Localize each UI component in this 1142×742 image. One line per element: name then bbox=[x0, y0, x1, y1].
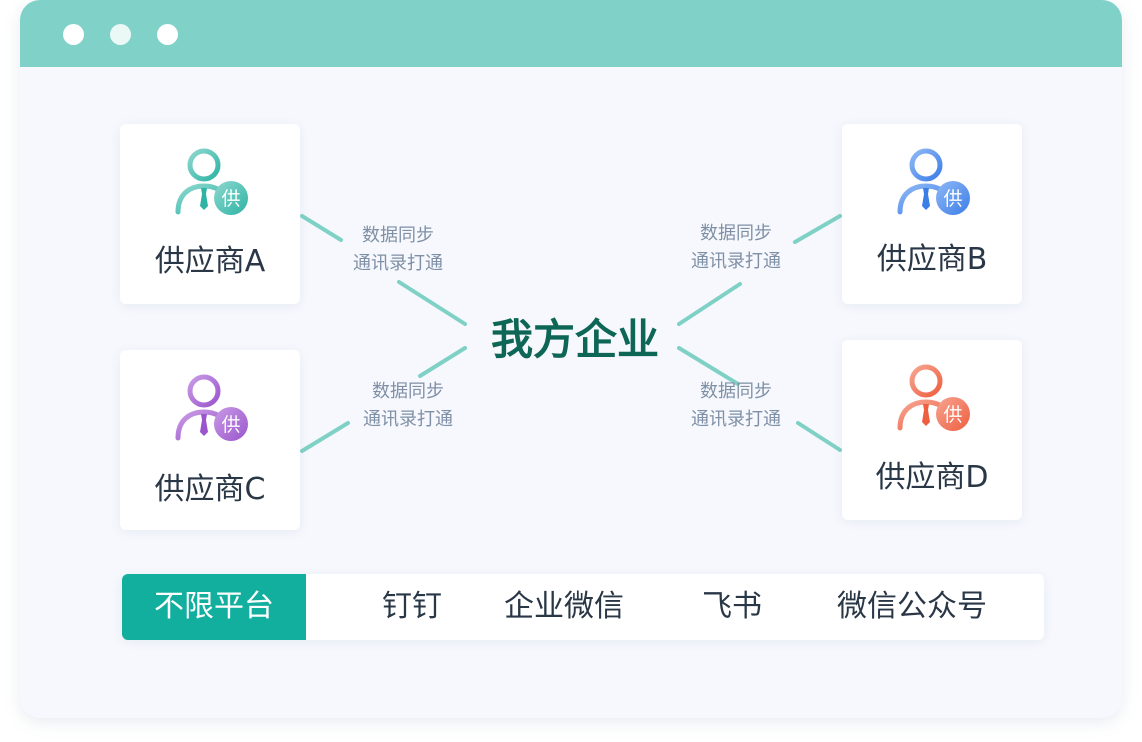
supplier-user-icon: 供 bbox=[897, 148, 970, 215]
edge-label-d: 数据同步 通讯录打通 bbox=[666, 378, 806, 434]
edge-label-line: 通讯录打通 bbox=[353, 253, 443, 274]
edge-label-line: 通讯录打通 bbox=[691, 251, 781, 272]
supplier-name: 供应商B bbox=[876, 242, 988, 277]
supplier-badge: 供 bbox=[943, 188, 962, 210]
platform-tab-dingtalk[interactable]: 钉钉 bbox=[382, 589, 442, 624]
supplier-badge: 供 bbox=[943, 404, 962, 426]
edge-label-line: 通讯录打通 bbox=[363, 409, 453, 430]
edge-label-line: 数据同步 bbox=[700, 381, 772, 402]
window-titlebar bbox=[20, 0, 1122, 67]
supplier-name: 供应商A bbox=[154, 244, 266, 279]
center-enterprise-title: 我方企业 bbox=[490, 315, 659, 364]
supplier-card-b[interactable]: 供 供应商B bbox=[842, 124, 1022, 304]
supplier-name: 供应商D bbox=[875, 460, 989, 495]
connector-line-d bbox=[677, 346, 740, 386]
edge-label-b: 数据同步 通讯录打通 bbox=[666, 220, 806, 276]
supplier-user-icon: 供 bbox=[175, 374, 248, 441]
window-dot-icon[interactable] bbox=[63, 24, 84, 45]
supplier-user-icon: 供 bbox=[175, 148, 248, 215]
connector-line-b bbox=[677, 282, 742, 326]
connector-line-c bbox=[300, 421, 350, 453]
edge-label-line: 数据同步 bbox=[700, 223, 772, 244]
supplier-user-icon: 供 bbox=[897, 364, 970, 431]
window-dot-icon[interactable] bbox=[110, 24, 131, 45]
connector-line-a bbox=[397, 280, 467, 326]
platform-tab-feishu[interactable]: 飞书 bbox=[702, 589, 762, 624]
supplier-card-c[interactable]: 供 供应商C bbox=[120, 350, 300, 530]
platform-tab-wecom[interactable]: 企业微信 bbox=[504, 589, 624, 624]
connector-line-b bbox=[793, 214, 842, 244]
supplier-card-a[interactable]: 供 供应商A bbox=[120, 124, 300, 304]
edge-label-c: 数据同步 通讯录打通 bbox=[338, 378, 478, 434]
edge-label-a: 数据同步 通讯录打通 bbox=[328, 222, 468, 278]
connector-line-d bbox=[796, 421, 842, 452]
edge-label-line: 数据同步 bbox=[372, 381, 444, 402]
connector-line-a bbox=[300, 214, 343, 242]
window-dot-icon[interactable] bbox=[157, 24, 178, 45]
platform-tab-wechat-official[interactable]: 微信公众号 bbox=[837, 589, 987, 624]
platform-tab-bar: 不限平台 钉钉 企业微信 飞书 微信公众号 bbox=[122, 574, 1044, 640]
platform-tab-all[interactable]: 不限平台 bbox=[122, 574, 306, 640]
supplier-name: 供应商C bbox=[154, 472, 266, 507]
edge-label-line: 通讯录打通 bbox=[691, 409, 781, 430]
connector-line-c bbox=[418, 346, 467, 378]
edge-label-line: 数据同步 bbox=[362, 225, 434, 246]
supplier-badge: 供 bbox=[221, 188, 240, 210]
supplier-badge: 供 bbox=[221, 414, 240, 436]
supplier-card-d[interactable]: 供 供应商D bbox=[842, 340, 1022, 520]
